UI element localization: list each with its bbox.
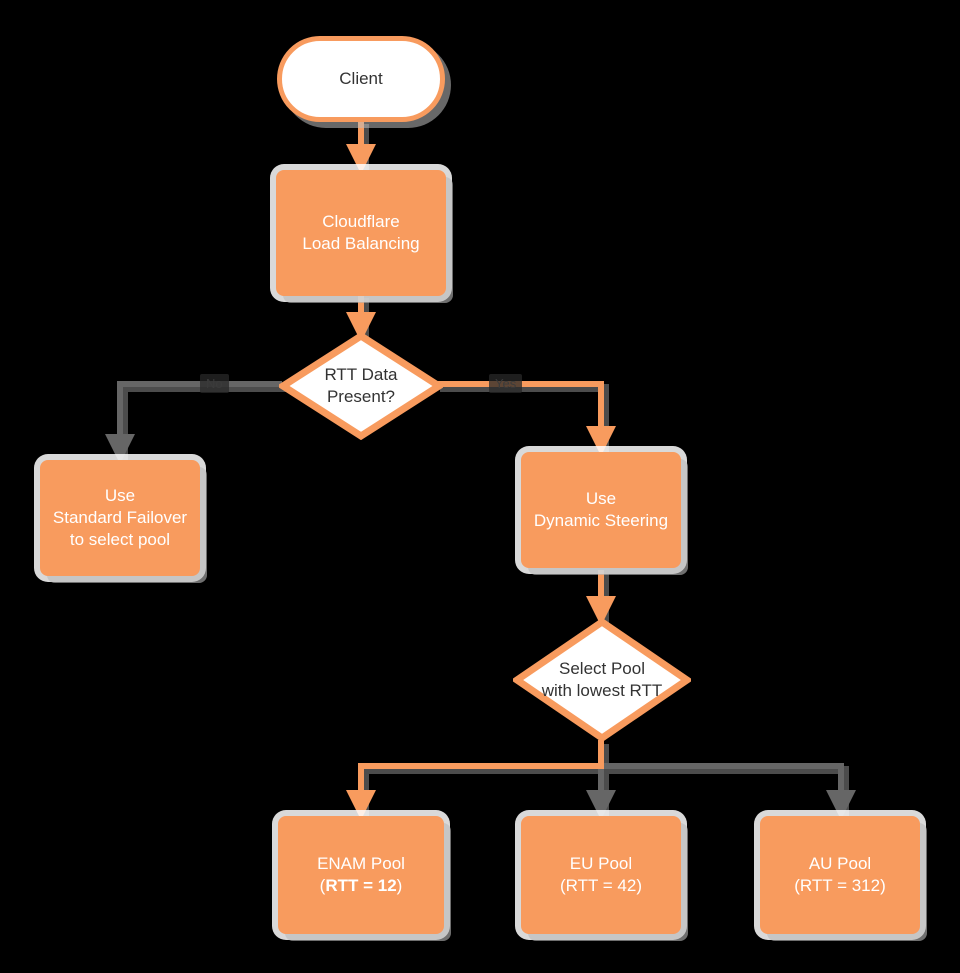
edge-rtt-decision-to-dynamic-steering	[436, 381, 616, 456]
edge-select-pool-to-au-pool	[601, 763, 856, 820]
node-dynamic-steering-line1: Use	[585, 489, 617, 509]
node-enam-pool-line2: (RTT = 12)	[317, 875, 405, 897]
node-lb-label-line1: Cloudflare	[322, 212, 400, 232]
node-enam-paren-open: (	[319, 876, 326, 895]
node-enam-pool[interactable]: ENAM Pool (RTT = 12)	[278, 816, 444, 934]
node-standard-failover[interactable]: Use Standard Failover to select pool	[40, 460, 200, 576]
node-eu-pool-line2: (RTT = 42)	[559, 876, 643, 895]
node-standard-failover-line3: to select pool	[69, 529, 171, 549]
edge-label-yes: Yes	[489, 374, 523, 393]
node-enam-rtt-value: RTT = 12	[325, 876, 397, 895]
node-rtt-data-present-decision[interactable]: RTT Data Present?	[279, 332, 443, 440]
edge-label-no: No	[200, 374, 229, 393]
node-select-pool-line1: Select Pool	[559, 658, 645, 678]
node-rtt-decision-line1: RTT Data	[324, 364, 398, 384]
node-standard-failover-line2: Standard Failover	[52, 508, 188, 528]
node-au-pool[interactable]: AU Pool (RTT = 312)	[760, 816, 920, 934]
node-client[interactable]: Client	[277, 36, 445, 122]
edge-select-pool-to-enam-pool	[346, 740, 604, 820]
node-lb-label-line2: Load Balancing	[302, 234, 420, 253]
node-eu-pool-line1: EU Pool	[569, 854, 633, 874]
diamond-shape-icon	[513, 618, 691, 742]
node-rtt-decision-line2: Present?	[326, 387, 396, 406]
node-standard-failover-line1: Use	[104, 486, 136, 506]
node-dynamic-steering[interactable]: Use Dynamic Steering	[521, 452, 681, 568]
node-enam-pool-line1: ENAM Pool	[317, 854, 405, 874]
node-au-pool-line2: (RTT = 312)	[794, 876, 886, 895]
diamond-shape-icon	[279, 332, 443, 440]
node-client-label: Client	[339, 69, 383, 89]
node-au-pool-line1: AU Pool	[808, 854, 872, 874]
node-dynamic-steering-line2: Dynamic Steering	[533, 511, 669, 530]
node-enam-paren-close: )	[396, 876, 403, 895]
node-cloudflare-load-balancing[interactable]: Cloudflare Load Balancing	[276, 170, 446, 296]
edge-rtt-decision-to-standard-failover	[105, 381, 282, 464]
node-select-pool-decision[interactable]: Select Pool with lowest RTT	[513, 618, 691, 742]
node-select-pool-line2: with lowest RTT	[541, 681, 663, 700]
node-eu-pool[interactable]: EU Pool (RTT = 42)	[521, 816, 681, 934]
